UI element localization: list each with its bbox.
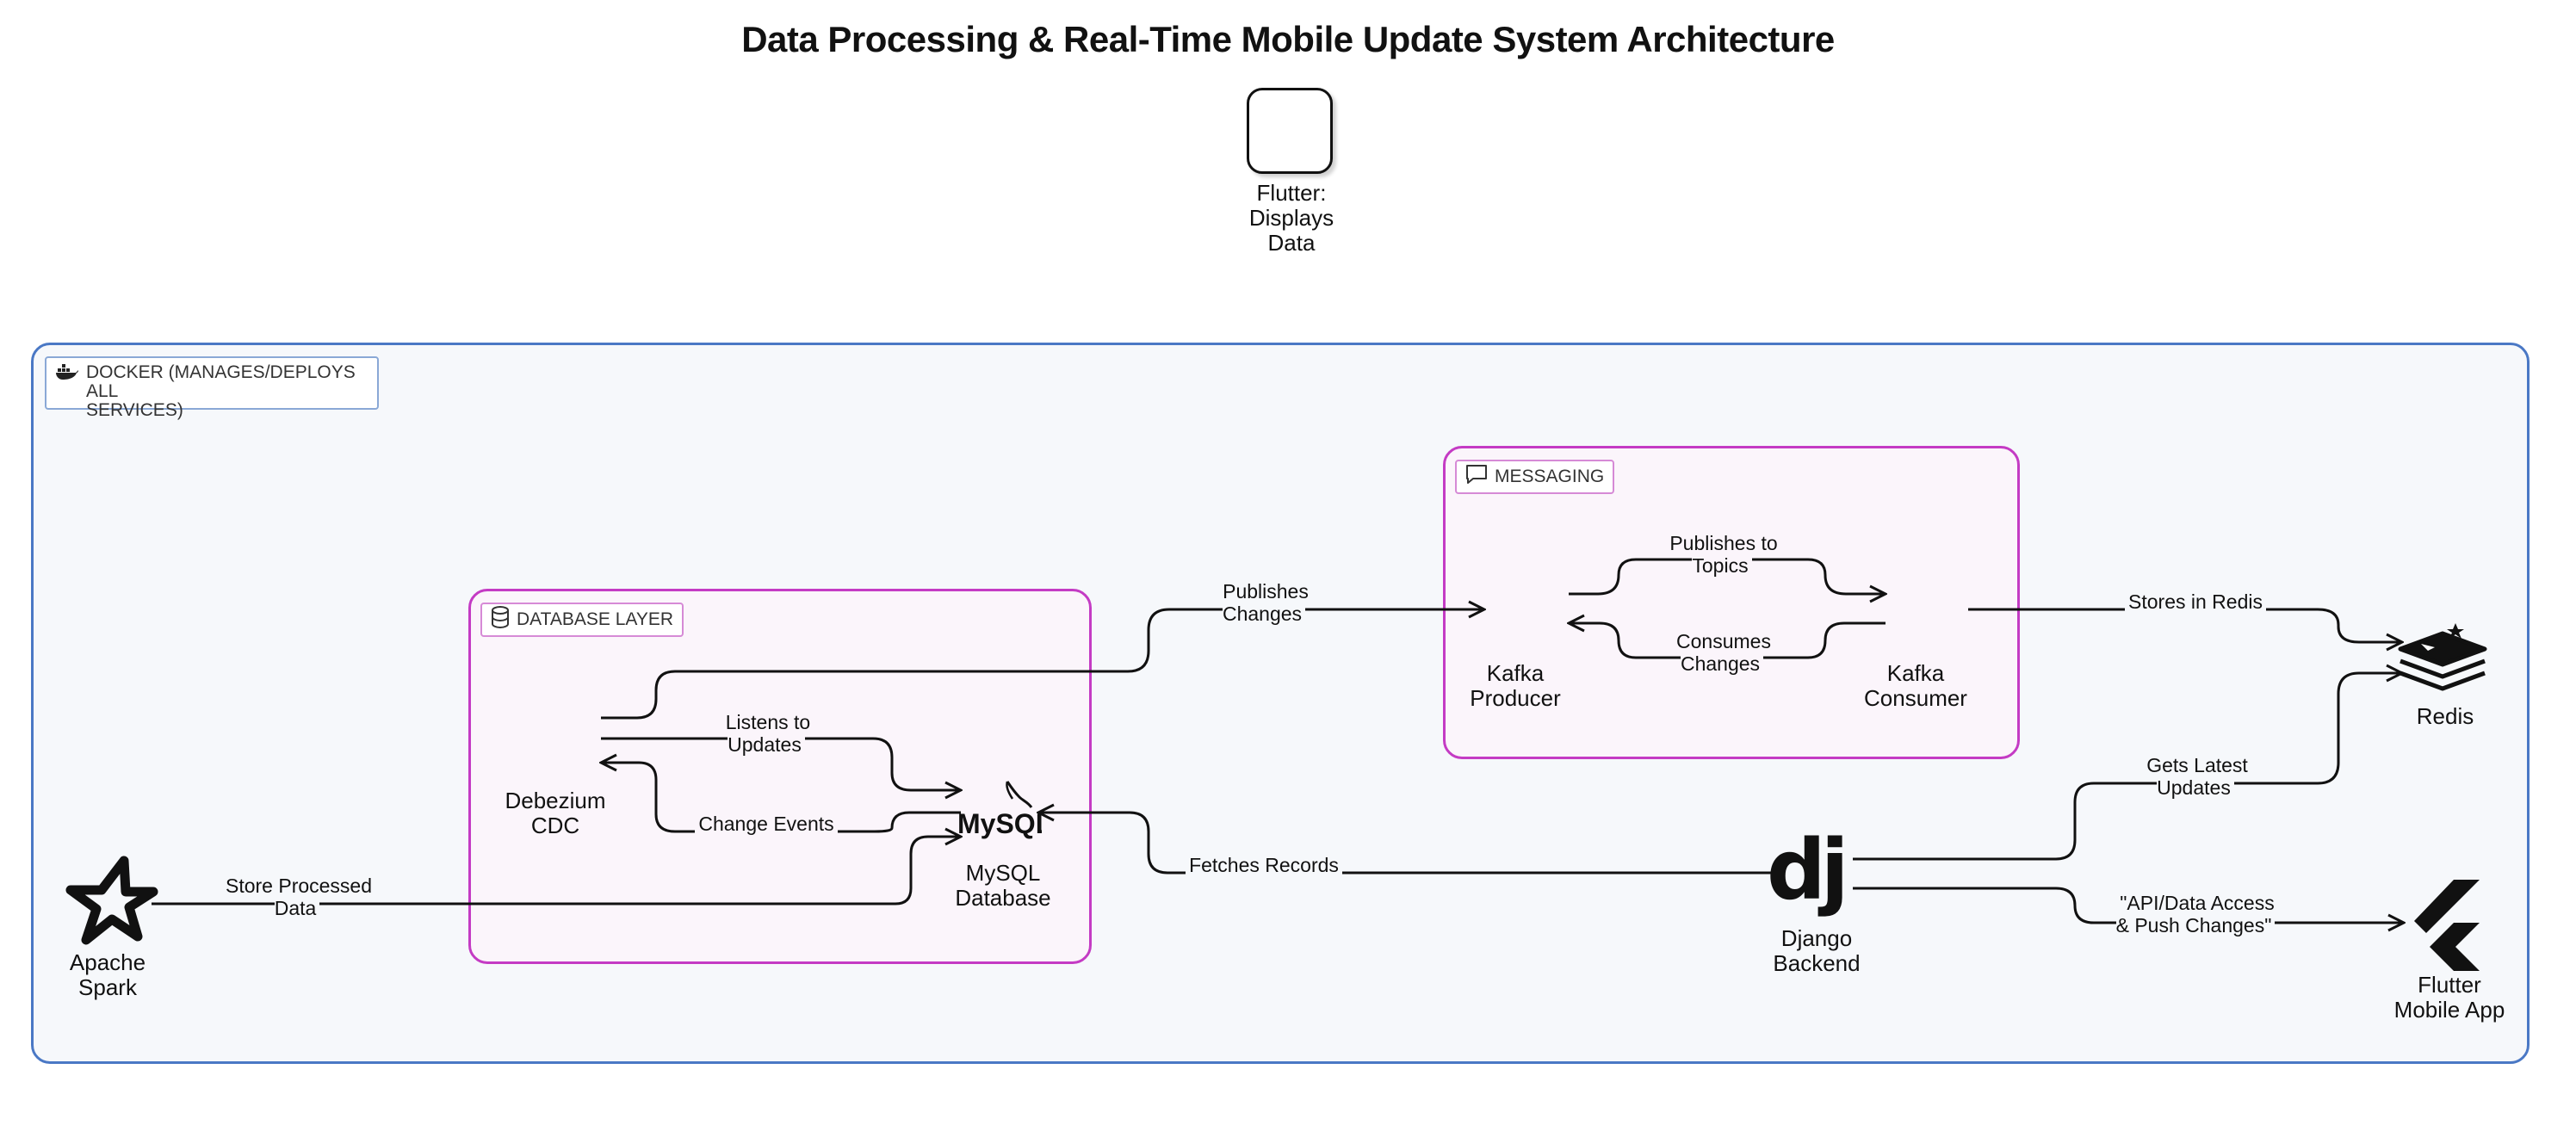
flutter-app-label: Flutter Mobile App [2393,972,2505,1023]
redis-icon[interactable] [2395,621,2490,703]
chat-icon [1465,464,1488,490]
spark-star-icon[interactable] [64,854,158,953]
flutter-display-label: Flutter: Displays Data [1248,180,1334,256]
edge-label-publishes-changes: Publishes Changes [1195,580,1333,625]
django-icon[interactable]: dj [1767,822,1861,924]
edge-api-access [1853,887,2404,923]
edge-label-stores-redis: Stores in Redis [2109,590,2282,613]
kafka-producer-label[interactable]: Kafka Producer [1470,660,1561,711]
edge-label-api-access: "API/Data Access & Push Changes" [2115,892,2276,936]
database-group-text: DATABASE LAYER [517,609,674,629]
messaging-group [1443,446,2020,759]
mysql-logo-text: MySQL [957,808,1042,839]
docker-container [31,343,2530,1064]
flutter-icon[interactable] [2407,878,2486,977]
edge-label-listens: Listens to Updates [689,711,844,756]
database-group-label: DATABASE LAYER [480,603,684,637]
redis-label: Redis [2416,703,2474,729]
edge-label-store-processed: Store Processed Data [215,875,379,919]
docker-icon [55,363,79,385]
edge-debezium-listens [601,737,961,790]
edge-publishes-changes [601,609,1484,720]
mysql-icon[interactable]: MySQL [956,778,1052,847]
spark-label: Apache Spark [69,949,146,1000]
edge-label-fetches-records: Fetches Records [1178,854,1350,876]
edge-fetches-records [1038,813,1774,875]
edge-spark-mysql [152,837,961,906]
docker-group-text: DOCKER (MANAGES/DEPLOYS ALL SERVICES) [86,362,356,420]
diagram-title: Data Processing & Real-Time Mobile Updat… [741,19,1835,59]
edge-label-consumes-changes: Consumes Changes [1636,630,1808,675]
mysql-label: MySQL Database [955,860,1051,911]
database-layer-group [468,589,1092,964]
django-label: Django Backend [1773,925,1861,976]
edge-change-events [601,763,961,833]
kafka-consumer-label[interactable]: Kafka Consumer [1864,660,1967,711]
edge-stores-redis [1968,608,2402,642]
docker-group-label: DOCKER (MANAGES/DEPLOYS ALL SERVICES) [45,356,379,420]
messaging-group-label: MESSAGING [1455,460,1615,494]
django-logo-text: dj [1767,830,1844,918]
edge-label-change-events: Change Events [689,813,844,835]
edge-label-gets-latest: Gets Latest Updates [2109,754,2282,799]
debezium-label[interactable]: Debezium CDC [505,788,606,838]
messaging-group-text: MESSAGING [1495,467,1605,486]
flutter-display-box[interactable] [1247,88,1333,174]
edge-label-publishes-topics: Publishes to Topics [1636,532,1808,577]
database-icon [491,606,510,634]
